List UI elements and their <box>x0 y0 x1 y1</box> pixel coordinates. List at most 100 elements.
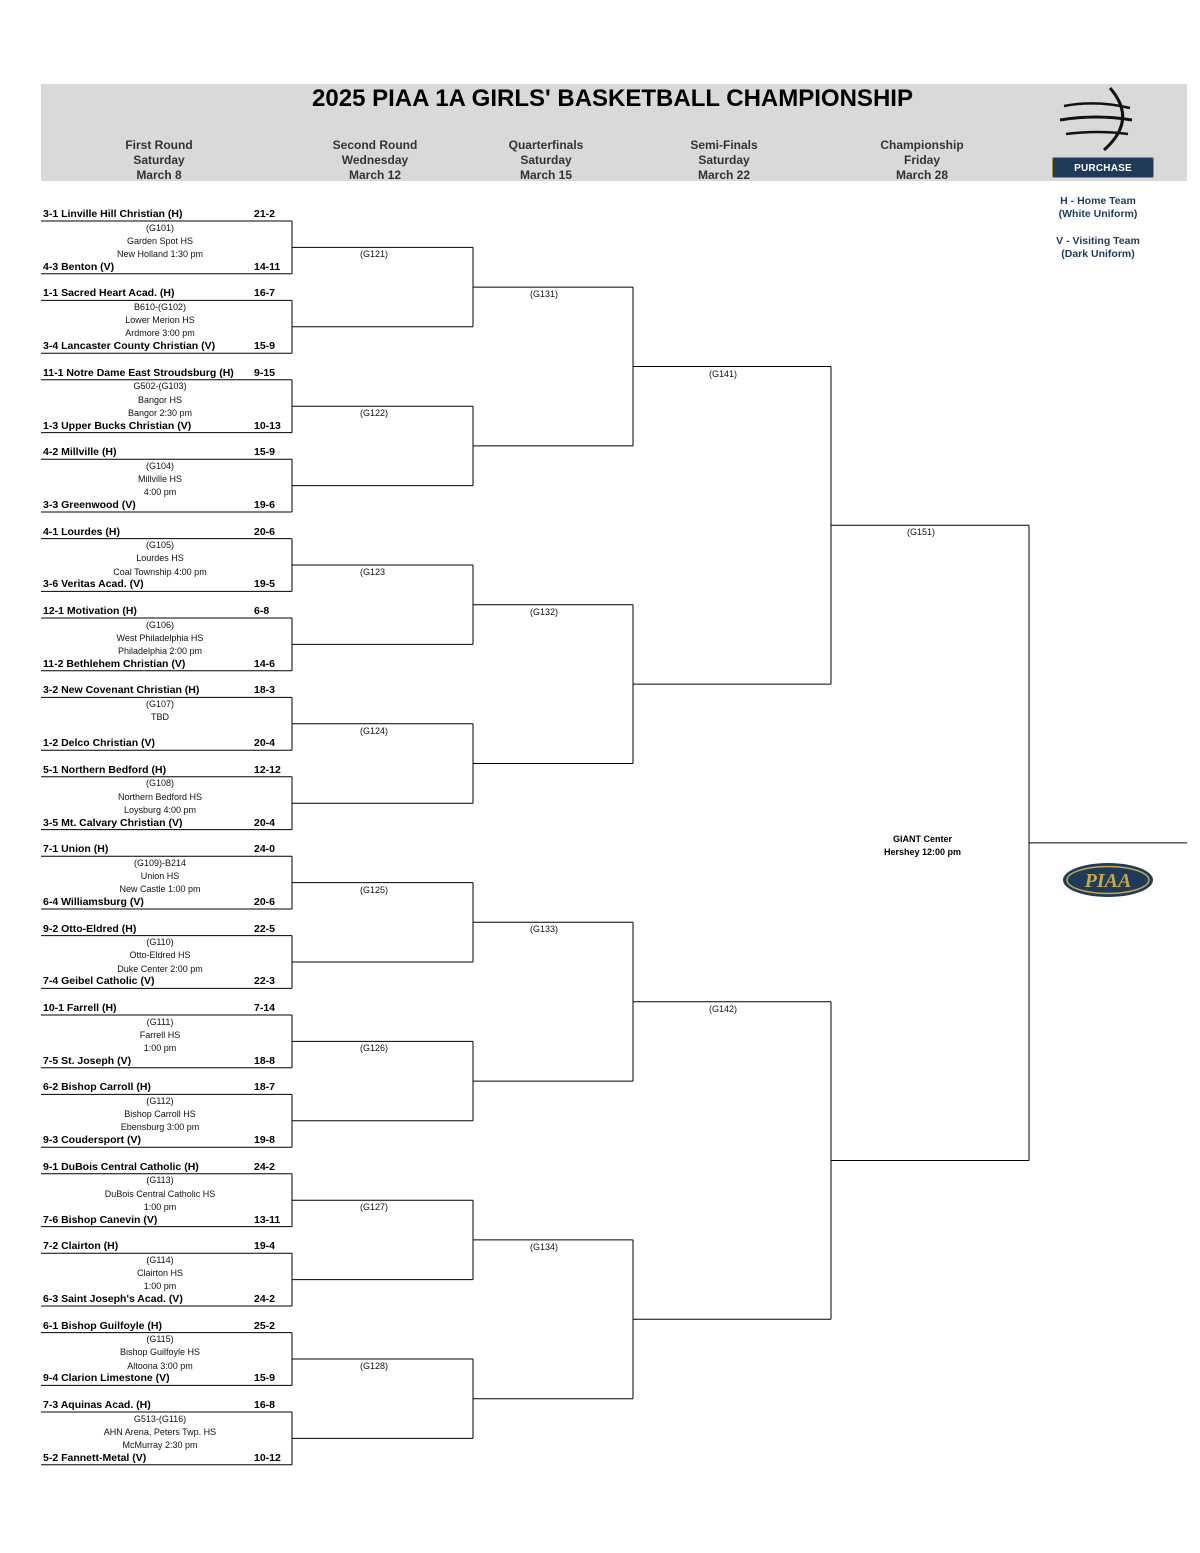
game-info-site: Millville HS <box>137 473 182 484</box>
round-name: Semi-Finals <box>690 138 758 152</box>
game-number-label: (G133) <box>530 924 559 935</box>
game-info-time: New Holland 1:30 pm <box>116 249 204 260</box>
game-info-time: 4:00 pm <box>143 487 177 498</box>
game-info-time: Altoona 3:00 pm <box>127 1360 193 1371</box>
game-number-label: (G151) <box>907 527 936 538</box>
team-home-record: 24-2 <box>254 1160 276 1173</box>
game-info-time: 1:00 pm <box>143 1201 177 1212</box>
team-home-record: 6-8 <box>254 605 270 617</box>
team-visitor-name: 7-5 St. Joseph (V) <box>43 1054 132 1067</box>
team-visitor-name: 3-3 Greenwood (V) <box>43 499 136 511</box>
round-header-semifinals: Semi-Finals Saturday March 22 <box>634 138 814 183</box>
game-info-game: (G106) <box>145 619 174 630</box>
team-home-record: 9-15 <box>254 366 276 379</box>
team-home-record: 18-3 <box>254 684 276 697</box>
team-visitor-name: 3-6 Veritas Acad. (V) <box>43 578 144 591</box>
team-home-record: 21-2 <box>254 208 276 220</box>
game-info-site: Garden Spot HS <box>126 235 194 246</box>
team-home-name: 7-1 Union (H) <box>43 843 109 856</box>
game-info-time: Loysburg 4:00 pm <box>123 804 197 815</box>
team-visitor-record: 24-2 <box>254 1293 276 1305</box>
team-home-record: 18-7 <box>254 1081 276 1094</box>
round-name: Quarterfinals <box>508 138 584 152</box>
game-info-time: New Castle 1:00 pm <box>119 884 201 895</box>
round-day: Saturday <box>698 153 750 167</box>
game-number-label: (G134) <box>530 1241 559 1252</box>
team-visitor-name: 6-3 Saint Joseph's Acad. (V) <box>43 1293 183 1305</box>
team-home-record: 15-9 <box>254 446 276 459</box>
team-visitor-name: 7-4 Geibel Catholic (V) <box>43 975 155 988</box>
team-visitor-record: 14-6 <box>254 657 276 670</box>
round-day: Friday <box>903 153 940 167</box>
purchase-tickets-button[interactable]: PURCHASE TICKETS <box>1052 157 1154 195</box>
team-home-record: 12-12 <box>254 763 281 776</box>
legend-visit-sub: (Dark Uniform) <box>1061 248 1135 260</box>
team-home-name: 6-1 Bishop Guilfoyle (H) <box>43 1319 163 1332</box>
team-visitor-name: 5-2 Fannett-Metal (V) <box>43 1451 147 1464</box>
team-home-record: 24-0 <box>254 843 276 856</box>
team-home-record: 22-5 <box>254 922 276 935</box>
team-home-record: 16-7 <box>254 287 276 300</box>
game-info-game: (G112) <box>146 1095 174 1106</box>
round-date: March 28 <box>895 168 949 182</box>
team-home-name: 4-1 Lourdes (H) <box>43 525 121 538</box>
round-date: March 8 <box>136 168 182 182</box>
game-info-site: Union HS <box>140 870 180 881</box>
game-info-site: Lourdes HS <box>136 553 184 564</box>
team-home-name: 12-1 Motivation (H) <box>43 605 137 617</box>
venue-time: Hershey 12:00 pm <box>883 847 962 857</box>
game-info-game: (G107) <box>145 698 174 709</box>
page-title: 2025 PIAA 1A GIRLS' BASKETBALL CHAMPIONS… <box>312 85 913 112</box>
team-home-name: 6-2 Bishop Carroll (H) <box>43 1081 151 1094</box>
game-info-game: (G108) <box>145 778 174 789</box>
round-name: First Round <box>125 138 193 152</box>
round-date: March 12 <box>348 168 402 182</box>
game-number-label: (G122) <box>360 408 389 419</box>
game-info-time: 1:00 pm <box>143 1281 177 1292</box>
round-date: March 22 <box>697 168 751 182</box>
legend-home-label: H - Home Team <box>1060 195 1136 207</box>
round-header-championship: Championship Friday March 28 <box>832 138 1012 183</box>
legend-home-sub: (White Uniform) <box>1058 208 1138 220</box>
team-home-record: 7-14 <box>254 1002 276 1014</box>
team-visitor-record: 10-12 <box>254 1451 281 1464</box>
team-visitor-name: 4-3 Benton (V) <box>43 260 115 273</box>
game-info-time: McMurray 2:30 pm <box>122 1440 198 1451</box>
game-info-site: West Philadelphia HS <box>116 632 204 643</box>
team-visitor-record: 14-11 <box>254 260 281 273</box>
team-visitor-name: 7-6 Bishop Canevin (V) <box>43 1213 158 1226</box>
game-info-game: G502-(G103) <box>133 381 187 392</box>
header-banner <box>41 84 1187 181</box>
game-info-time: 1:00 pm <box>143 1043 177 1054</box>
round-day: Saturday <box>520 153 572 167</box>
game-info-site: Bishop Guilfoyle HS <box>119 1347 201 1358</box>
venue-name: GIANT Center <box>892 834 952 844</box>
team-visitor-record: 19-8 <box>254 1134 276 1147</box>
piaa-logo-text: PIAA <box>1084 870 1132 892</box>
team-visitor-record: 15-9 <box>254 340 276 353</box>
game-number-label: (G142) <box>709 1003 738 1014</box>
game-info-game: (G114) <box>146 1254 174 1265</box>
round-header-second: Second Round Wednesday March 12 <box>285 138 465 183</box>
round-headers: First Round Saturday March 8 Second Roun… <box>0 138 1200 182</box>
game-number-label: (G121) <box>360 249 389 260</box>
game-info-game: B610-(G102) <box>133 301 187 312</box>
team-visitor-record: 19-5 <box>254 578 276 591</box>
team-home-name: 9-1 DuBois Central Catholic (H) <box>43 1160 199 1173</box>
team-home-name: 3-2 New Covenant Christian (H) <box>43 684 200 697</box>
legend-home: H - Home Team (White Uniform) <box>1044 195 1152 221</box>
round-name: Championship <box>880 138 964 152</box>
team-visitor-name: 1-3 Upper Bucks Christian (V) <box>43 419 192 432</box>
team-home-name: 7-2 Clairton (H) <box>43 1240 119 1253</box>
team-visitor-name: 6-4 Williamsburg (V) <box>43 896 144 908</box>
team-visitor-record: 13-11 <box>254 1213 281 1226</box>
